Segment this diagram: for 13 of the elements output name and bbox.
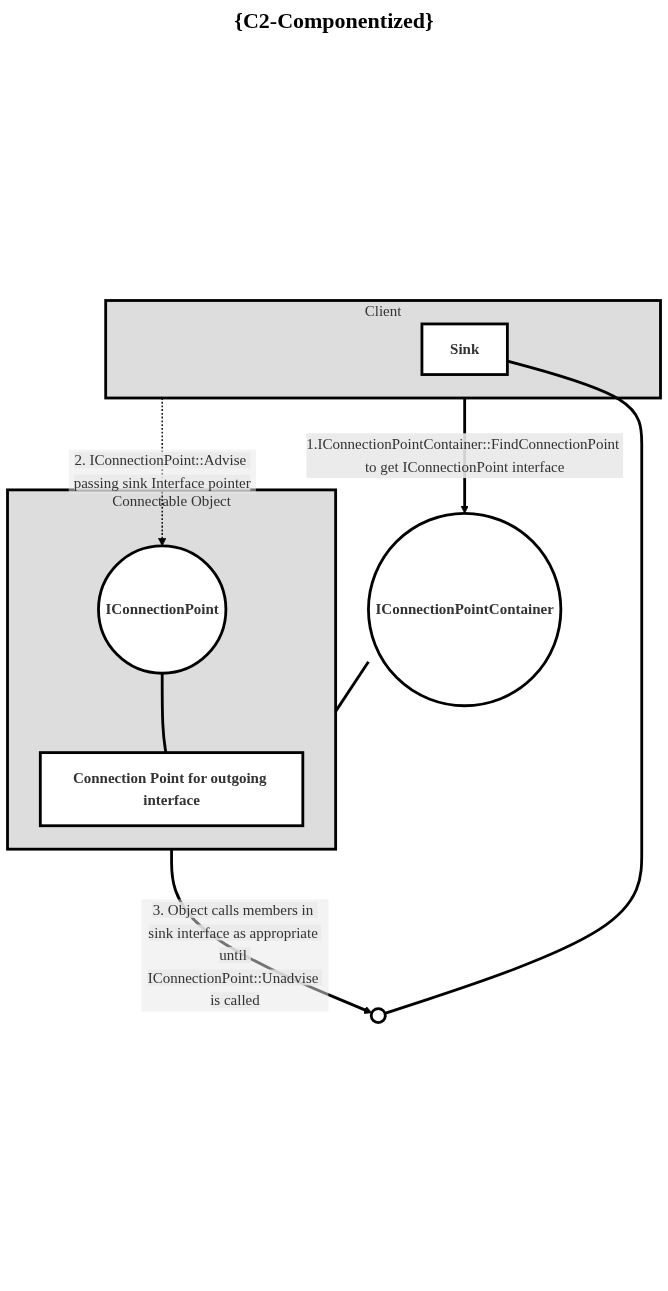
diagram-title: {C2-Componentized} [233,7,435,35]
node-box: Sink [420,322,509,377]
node-circle [369,1007,387,1025]
connector [160,673,168,754]
node-circle: IConnectionPoint [97,544,228,676]
edge-label: 1.IConnectionPointContainer::FindConnectionPoint to get IConnectionPoint interface [306,436,620,475]
arrow [158,397,167,547]
node-circle: IConnectionPointContainer [367,512,563,708]
connector [334,661,370,713]
node-box: Connection Point for outgoing interface [38,751,305,828]
edge-label: 3. Object calls members in sink interface as appropriate until IConnectionPoint::Unadvise is called [147,902,319,1009]
edge-label: 2. IConnectionPoint::Advise passing sink Interface pointer [73,452,251,492]
connector [384,360,644,1016]
